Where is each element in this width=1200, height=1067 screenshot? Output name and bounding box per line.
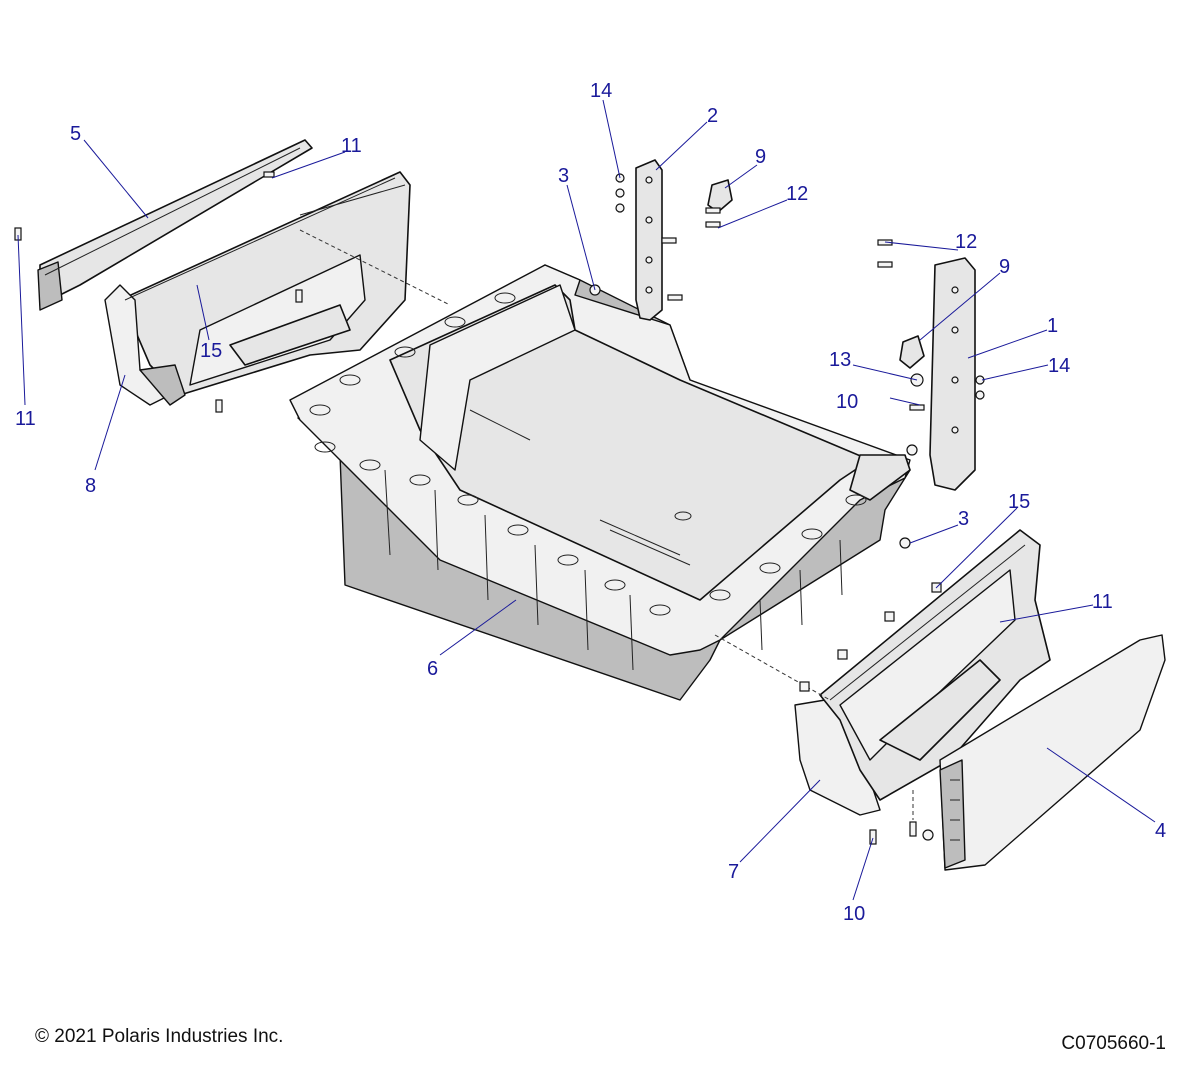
callout-10: 10 [836, 391, 858, 413]
bolt [661, 237, 677, 244]
callout-2: 2 [707, 105, 718, 127]
rim-holes [309, 292, 867, 616]
nut [922, 829, 934, 841]
nut [615, 188, 625, 198]
clamp-lower [899, 335, 925, 369]
callout-12: 12 [955, 231, 977, 253]
callout-3: 3 [558, 165, 569, 187]
callout-14: 14 [1048, 355, 1070, 377]
callout-12: 12 [786, 183, 808, 205]
bolt [263, 171, 275, 178]
figure-id: C0705660-1 [1061, 1033, 1166, 1054]
bolt [869, 829, 877, 845]
leader-lines [17, 99, 1156, 901]
callout-15: 15 [1008, 491, 1030, 513]
callout-6: 6 [427, 658, 438, 680]
callout-7: 7 [728, 861, 739, 883]
bolt [705, 221, 721, 228]
callout-10: 10 [843, 903, 865, 925]
bolt [909, 821, 917, 837]
callout-11: 11 [341, 135, 362, 157]
upper-bracket [635, 159, 663, 321]
clip [884, 611, 895, 622]
callout-13: 13 [829, 349, 851, 371]
bolt [877, 261, 893, 268]
nut [899, 537, 911, 549]
callout-3: 3 [958, 508, 969, 530]
callout-4: 4 [1155, 820, 1166, 842]
left-top-rail [37, 139, 313, 311]
callout-9: 9 [755, 146, 766, 168]
left-side-panel [104, 171, 451, 406]
callout-11: 11 [15, 408, 36, 430]
clip [799, 681, 810, 692]
bolt [667, 294, 683, 301]
callout-labels: 1 2 3 3 4 5 6 7 8 9 9 10 10 11 11 11 12 … [15, 80, 1166, 925]
callout-8: 8 [85, 475, 96, 497]
callout-15: 15 [200, 340, 222, 362]
callout-9: 9 [999, 256, 1010, 278]
callout-5: 5 [70, 123, 81, 145]
bolt [705, 207, 721, 214]
right-outer-cover [939, 634, 1166, 871]
callout-11: 11 [1092, 591, 1113, 613]
hardware [14, 171, 985, 845]
callout-1: 1 [1047, 315, 1058, 337]
callout-14: 14 [590, 80, 612, 102]
nut [615, 203, 625, 213]
clamp-upper [707, 179, 733, 213]
nut [906, 444, 918, 456]
bolt [295, 289, 303, 303]
clip [837, 649, 848, 660]
nut [975, 390, 985, 400]
right-side-panel [714, 529, 1051, 816]
cargo-box [289, 264, 911, 701]
bolt [215, 399, 223, 413]
bolt [909, 404, 925, 411]
wall-ribs [384, 469, 843, 671]
copyright-text: © 2021 Polaris Industries Inc. [35, 1026, 284, 1047]
lower-bracket [929, 257, 976, 491]
